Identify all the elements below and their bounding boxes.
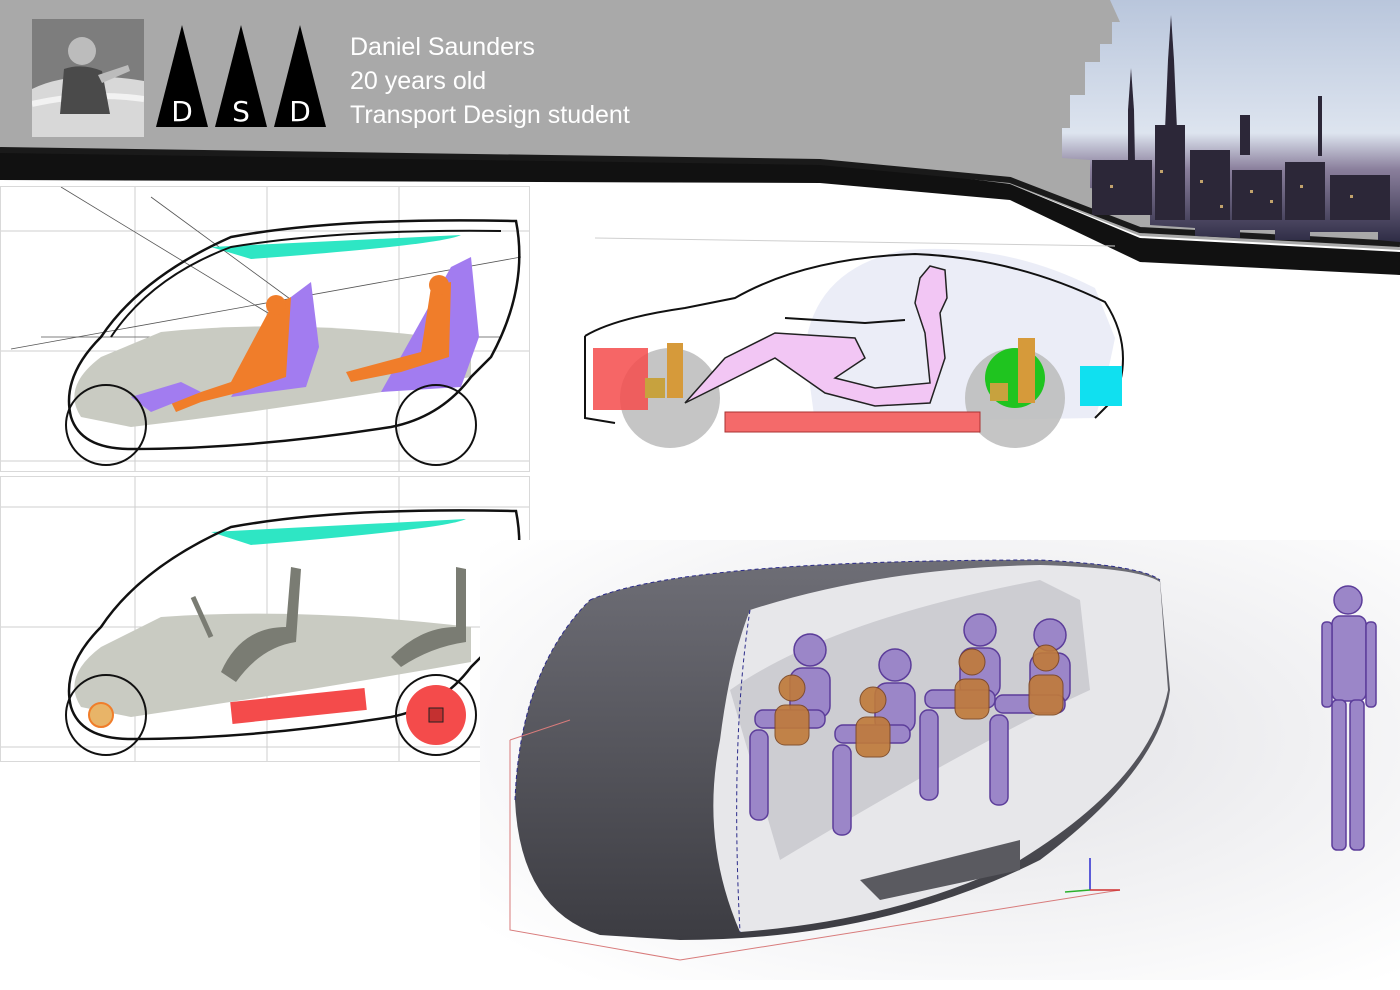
- dsd-logo: D S D: [156, 25, 326, 127]
- pod-3d-render: [480, 540, 1400, 980]
- designer-age: 20 years old: [350, 67, 487, 95]
- side-view-sketch-packaging: [0, 476, 530, 762]
- logo-letter-d1: D: [171, 95, 193, 128]
- logo-letter-d2: D: [289, 95, 311, 128]
- designer-info: Daniel Saunders 20 years old Transport D…: [350, 30, 630, 132]
- designer-role: Transport Design student: [350, 101, 630, 129]
- profile-photo: [32, 19, 144, 137]
- designer-name: Daniel Saunders: [350, 33, 535, 61]
- driver-package-diagram: [584, 237, 1124, 448]
- logo-letter-s: S: [232, 95, 250, 128]
- side-view-sketch-occupants: [0, 186, 530, 472]
